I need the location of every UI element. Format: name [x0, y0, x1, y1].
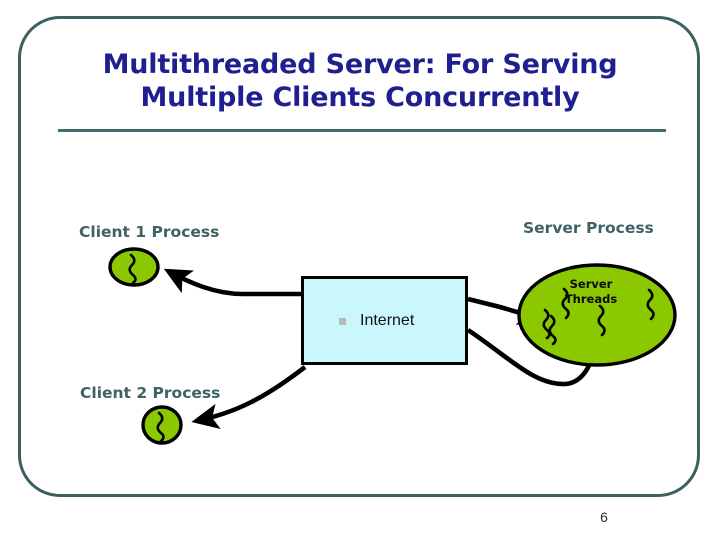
client2-process-label: Client 2 Process	[80, 384, 221, 402]
server-process-label: Server Process	[523, 219, 654, 237]
server-process-node	[517, 263, 677, 367]
client1-process-ellipse	[108, 247, 160, 287]
client1-thread-squiggle	[128, 253, 137, 285]
title-underline-rule	[58, 129, 666, 132]
arrow-to-client2	[191, 365, 307, 430]
server-thread-1	[561, 287, 570, 320]
client2-process-node	[141, 405, 183, 445]
client1-process-node	[108, 247, 160, 287]
slide-border-frame	[18, 16, 700, 497]
internet-box-content: Internet	[339, 309, 469, 333]
title-line-2: Multiple Clients Concurrently	[140, 82, 580, 113]
square-bullet-icon	[339, 317, 346, 325]
internet-box	[301, 276, 468, 365]
server-thread-squiggles	[542, 287, 655, 346]
arrow-to-client1	[163, 268, 301, 297]
client2-thread-squiggle	[156, 411, 165, 443]
title-line-1: Multithreaded Server: For Serving	[102, 49, 618, 80]
server-threads-label: Server Threads	[564, 277, 618, 306]
client1-process-label: Client 1 Process	[79, 223, 220, 241]
page-number: 6	[600, 509, 608, 525]
server-thread-5	[542, 308, 551, 340]
server-process-ellipse	[517, 263, 677, 367]
internet-label: Internet	[360, 312, 415, 329]
server-thread-4	[597, 304, 606, 337]
client2-process-ellipse	[141, 405, 183, 445]
server-thread-3	[646, 288, 655, 321]
page-title: Multithreaded Server: For Serving Multip…	[40, 48, 680, 114]
